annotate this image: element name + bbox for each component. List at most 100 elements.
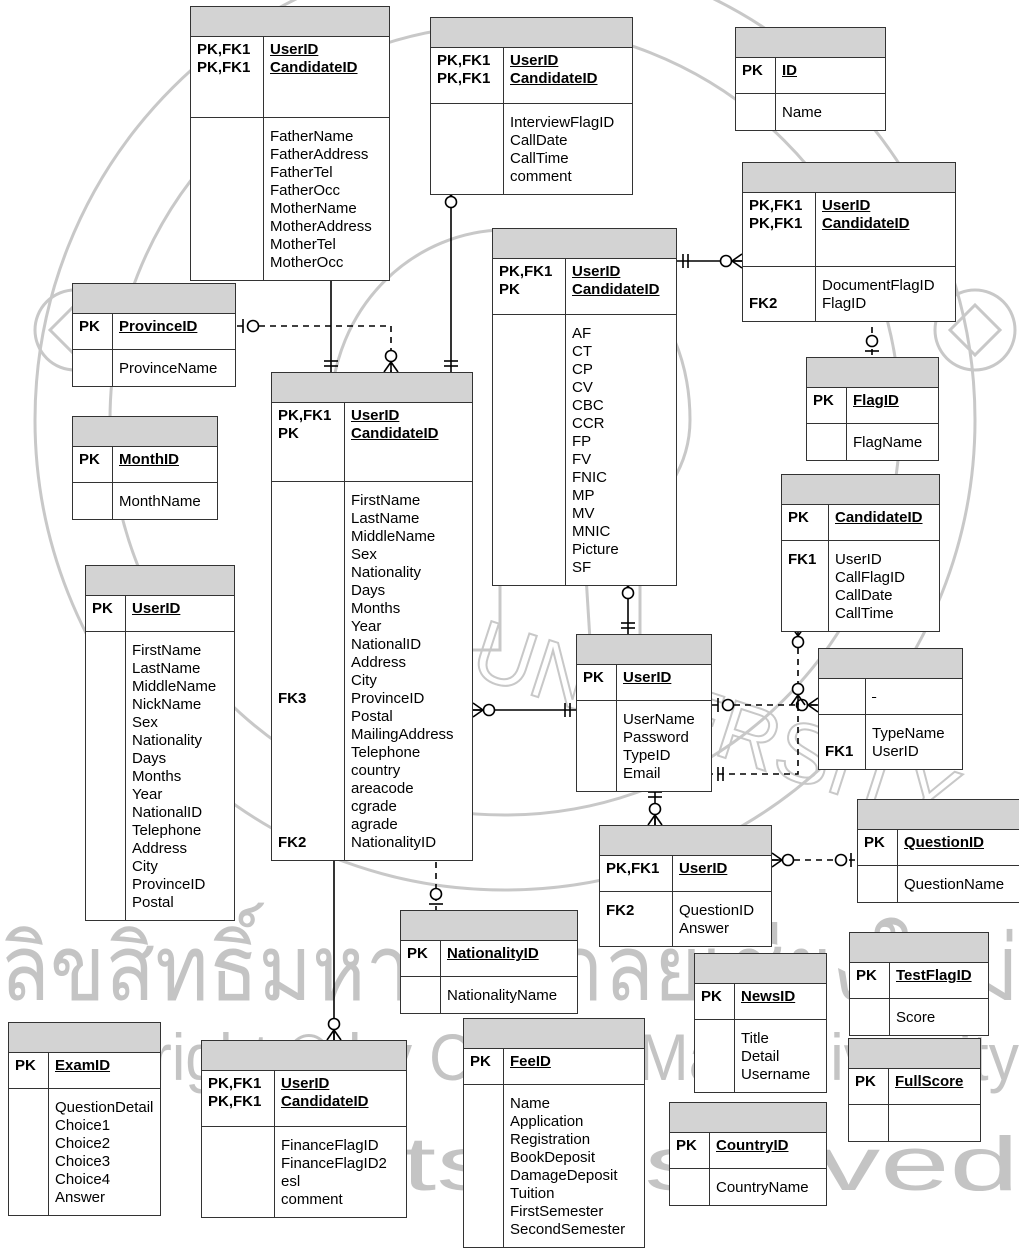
field-column: TestFlagID [890,963,988,998]
entity-title [807,358,938,388]
attr-field-name: Address [132,840,188,857]
pk-field-name: CandidateID [510,70,598,87]
attr-field-name: FatherName [270,128,354,145]
attr-key-label [197,146,257,164]
relationship-circle-mark [834,853,848,867]
attr-key-label [470,1221,497,1239]
attr-key-label [92,750,119,768]
attr-key-label [499,487,559,505]
field-column: Score [890,999,988,1035]
relationship-circle-mark [865,334,879,348]
attr-key-label [278,816,338,834]
attr-field-name: FlagID [822,295,867,312]
attr-key-label [208,1191,268,1209]
attr-key-label [499,379,559,397]
attr-key-label: FK1 [788,551,817,568]
key-column [9,1089,49,1215]
pk-field-name: MonthID [119,451,179,468]
attr-key-label [92,894,119,912]
key-column: PK [464,1049,504,1084]
pk-key-label: PK [856,967,877,984]
attr-field-name: FlagName [853,434,923,451]
attr-key-label [856,1009,883,1027]
attr-field-name: Application [510,1113,584,1130]
pk-key-label: PK [407,945,428,962]
attr-field-name: Username [741,1066,811,1083]
attr-field-name: NationalID [351,636,422,653]
pk-key-label: PK [79,451,100,468]
attribute-section: NationalityName [401,977,577,1013]
attr-field-name: Nationality [132,732,203,749]
pk-field-name: CandidateID [835,509,923,526]
attr-field-name: FirstName [132,642,202,659]
attr-field-name: Telephone [351,744,421,761]
attr-field-name: CallDate [510,132,568,149]
attr-field-name: DocumentFlagID [822,277,935,294]
key-column: PK [849,1069,889,1104]
relationship-crowfoot-mark [790,694,799,706]
key-column [202,1127,275,1217]
attr-key-label [470,1185,497,1203]
key-column: PK [850,963,890,998]
key-column: PK [736,58,776,93]
pk-key-label: PK [79,318,100,335]
pk-key-label: PK,FK1 [278,407,332,424]
pk-field-name: TestFlagID [896,967,972,984]
pk-key-label: PK [278,425,299,442]
attr-key-label [197,164,257,182]
attr-key-label [79,493,106,511]
attr-field-name: FirstSemester [510,1203,604,1220]
pk-key-label: PK,FK1 [197,59,251,76]
entity-title [743,163,955,193]
key-column: PK,FK1 [600,856,673,891]
attr-key-label [208,1155,268,1173]
pk-field-name: QuestionID [904,834,985,851]
relationship-crowfoot-mark [807,697,819,706]
attr-key-label [701,1048,728,1066]
attr-field-name: Days [351,582,386,599]
key-column: PK [577,665,617,700]
relationship-circle-mark [621,586,635,600]
entity-title [850,933,988,963]
attr-key-label [499,361,559,379]
attr-key-label [15,1171,42,1189]
relationship-line-userstype-users [712,705,799,775]
attribute-section: QuestionName [858,866,1019,902]
attr-key-label [278,528,338,546]
pk-field-name: ID [782,62,797,79]
key-column [695,1020,735,1092]
attr-key-label [92,660,119,678]
field-column [889,1105,980,1141]
field-column: FeeID [504,1049,644,1084]
pk-field-name: CandidateID [281,1093,369,1110]
field-column: FlagID [847,388,938,423]
pk-field-name: UserID [510,52,559,69]
entity-title [493,229,676,259]
attr-field-name: Year [351,618,382,635]
attr-key-label [15,1117,42,1135]
pk-key-label: PK [499,281,520,298]
attr-field-name: FatherAddress [270,146,369,163]
attr-field-name: FirstName [351,492,421,509]
attr-field-name: Email [623,765,661,782]
relationship-crowfoot-mark [797,694,806,706]
attr-field-name: MiddleName [351,528,436,545]
pk-field-name: CandidateID [351,425,439,442]
attr-key-label [15,1189,42,1207]
